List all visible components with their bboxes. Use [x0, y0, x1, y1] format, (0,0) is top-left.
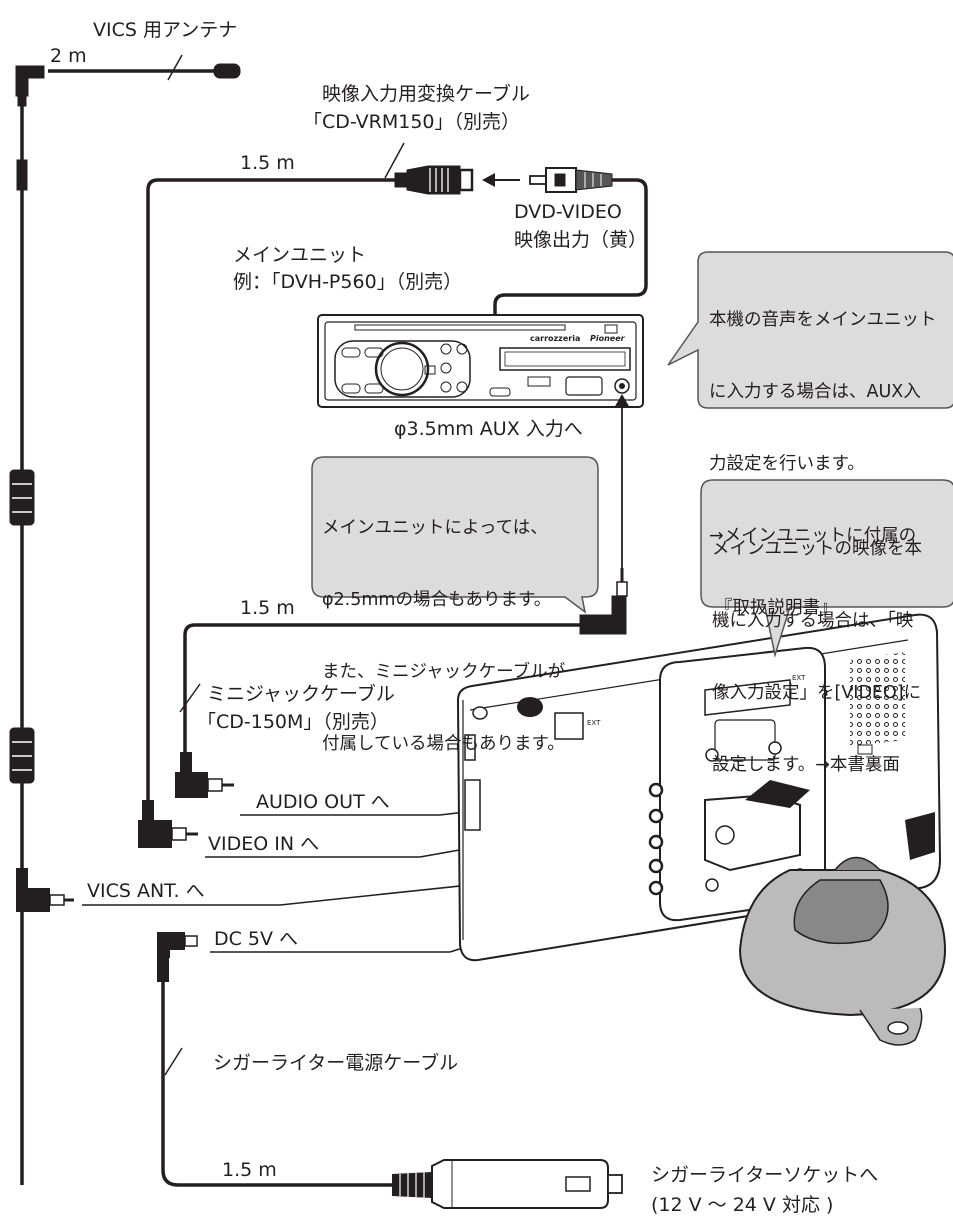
dvd-output-line2: 映像出力（黄） — [514, 229, 648, 251]
video-cable-model: 「CD-VRM150」（別売） — [303, 111, 520, 133]
mini-jack-cable — [179, 568, 628, 755]
bubble-jack — [311, 456, 599, 614]
note-video-line: 像入力設定」を[VIDEO]に — [712, 683, 922, 703]
main-unit-example: 例：「DVH-P560」（別売） — [233, 271, 463, 293]
note-jack-line: φ2.5mmの場合もあります。 — [322, 590, 552, 610]
cigarette-plug — [392, 1159, 623, 1209]
port-vics-ant-label: VICS ANT. へ — [87, 880, 205, 902]
port-audio-out-label: AUDIO OUT へ — [256, 791, 390, 813]
note-audio-line: 本機の音声をメインユニット — [709, 310, 937, 330]
socket-label: シガーライターソケットへ — [651, 1164, 879, 1186]
port-dc-label: DC 5V へ — [214, 928, 299, 950]
vics-antenna-length: 2 m — [50, 45, 87, 67]
note-audio-line: 『取扱説明書』 — [715, 598, 838, 618]
note-audio-line: 力設定を行います。 — [709, 454, 865, 474]
video-plug — [138, 800, 198, 848]
note-jack-text: メインユニットによっては、 φ2.5mmの場合もあります。 また、ミニジャックケ… — [322, 468, 565, 780]
power-cable-length: 1.5 m — [222, 1159, 277, 1181]
video-cable-name: 映像入力用変換ケーブル — [322, 83, 530, 105]
main-unit — [317, 314, 644, 408]
mini-jack-model: 「CD-150M」（別売） — [197, 711, 389, 733]
power-cable-name: シガーライター電源ケーブル — [213, 1052, 459, 1074]
note-video-line: 設定します。→本書裏面 — [712, 755, 900, 775]
mini-jack-length: 1.5 m — [240, 597, 295, 619]
note-audio-line: に入力する場合は、AUX入 — [709, 382, 921, 402]
video-cable-length: 1.5 m — [240, 152, 295, 174]
power-cable — [161, 982, 393, 1187]
bubble-audio — [667, 251, 953, 409]
vics-antenna-label: VICS 用アンテナ — [93, 19, 238, 41]
note-video-line: 機に入力する場合は、「映 — [712, 611, 914, 631]
bubble-video — [700, 479, 953, 658]
note-jack-line: また、ミニジャックケーブルが — [322, 662, 566, 682]
vics-antenna-cable — [9, 54, 241, 1185]
dvd-output-line1: DVD-VIDEO — [514, 201, 622, 223]
note-jack-line: 付属している場合もあります。 — [322, 734, 565, 754]
aux-input-label: φ3.5mm AUX 入力へ — [394, 418, 583, 440]
mini-jack-name: ミニジャックケーブル — [207, 683, 395, 705]
note-audio-line: →メインユニットに付属の — [709, 526, 917, 546]
navigation-device — [456, 613, 947, 1046]
main-unit-label: メインユニット — [233, 244, 367, 266]
audio-plug — [175, 752, 234, 798]
unit-brand: carrozzeria — [530, 334, 580, 343]
note-audio-text: 本機の音声をメインユニット に入力する場合は、AUX入 力設定を行います。 →メ… — [709, 260, 937, 644]
video-cable — [146, 142, 648, 800]
port-video-in-label: VIDEO IN へ — [208, 833, 320, 855]
power-plug — [157, 932, 198, 982]
device-label-ext-video: EXT — [587, 719, 601, 727]
note-video-text: メインユニットの映像を本 機に入力する場合は、「映 像入力設定」を[VIDEO]… — [712, 489, 922, 801]
vics-plug — [16, 868, 74, 912]
note-jack-line: メインユニットによっては、 — [322, 518, 548, 538]
aux-arrow — [614, 394, 630, 594]
unit-logo: Pioneer — [590, 334, 626, 343]
note-video-line: メインユニットの映像を本 — [712, 539, 922, 559]
socket-voltage: (12 V ～ 24 V 対応 ) — [651, 1194, 834, 1216]
device-label-ext-gps: EXT — [792, 674, 806, 682]
